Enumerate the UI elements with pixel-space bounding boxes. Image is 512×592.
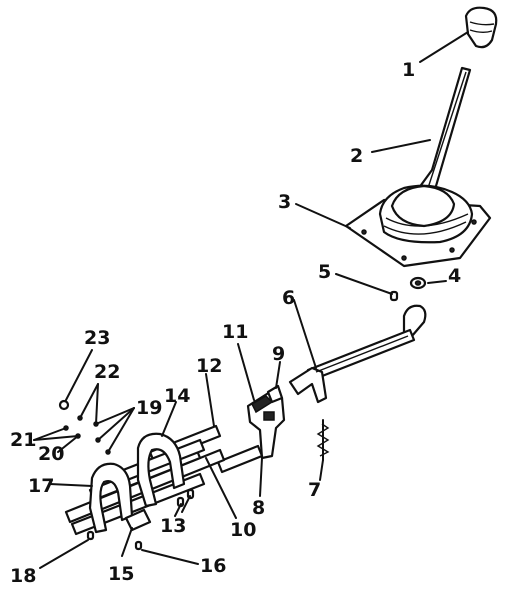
label-2: 2: [350, 145, 363, 167]
label-1: 1: [402, 59, 415, 81]
label-11: 11: [222, 321, 248, 343]
label-21: 21: [10, 429, 36, 451]
callout-labels: 1 2 3 4 5 6 7 8 9 10 11 12 13 14 15 16 1…: [10, 59, 461, 587]
short-shaft: [216, 444, 264, 474]
shift-lever: [414, 66, 472, 200]
label-5: 5: [318, 261, 331, 283]
label-7: 7: [308, 479, 321, 501]
label-22: 22: [94, 361, 120, 383]
label-16: 16: [200, 555, 226, 577]
roller: [124, 508, 152, 532]
bushing: [409, 276, 427, 290]
label-13: 13: [160, 515, 186, 537]
detent-balls: [58, 399, 111, 455]
small-pins: [86, 530, 143, 551]
label-23: 23: [84, 327, 110, 349]
label-3: 3: [278, 191, 291, 213]
label-18: 18: [10, 565, 36, 587]
label-17: 17: [28, 475, 54, 497]
shift-knob: [464, 6, 498, 49]
shift-fork-rear: [136, 432, 186, 508]
label-6: 6: [282, 287, 295, 309]
label-8: 8: [252, 497, 265, 519]
label-10: 10: [230, 519, 256, 541]
label-4: 4: [448, 265, 461, 287]
shift-fork-front: [88, 462, 134, 534]
spring: [316, 419, 330, 461]
label-19: 19: [136, 397, 162, 419]
shift-boot: [344, 184, 492, 268]
label-20: 20: [38, 443, 64, 465]
label-15: 15: [108, 563, 134, 585]
label-12: 12: [196, 355, 222, 377]
label-9: 9: [272, 343, 285, 365]
label-14: 14: [164, 385, 190, 407]
leader-lines: [33, 31, 469, 569]
shift-rod-fork: [288, 304, 427, 404]
interlock-bracket: [246, 384, 286, 460]
